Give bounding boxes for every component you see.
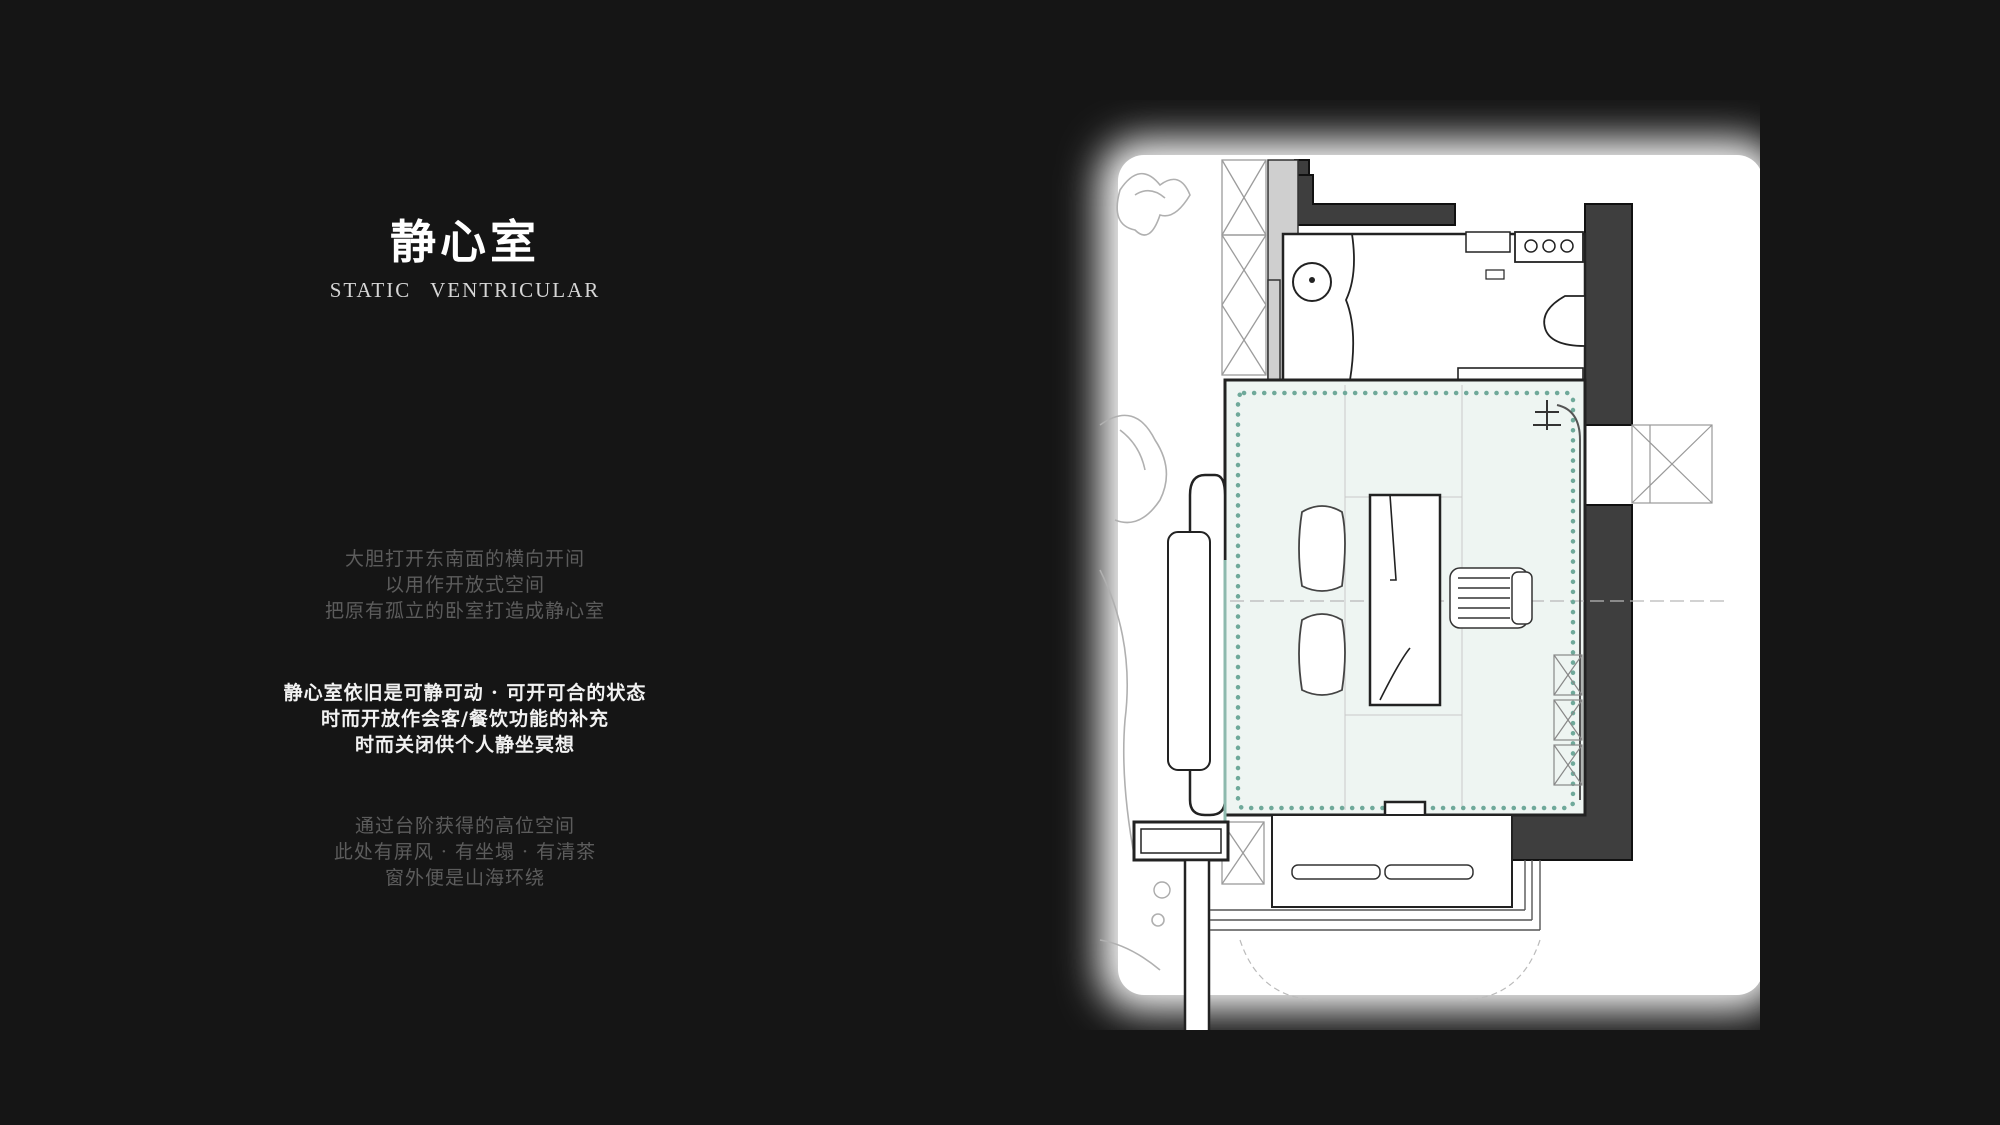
paragraph-line: 大胆打开东南面的横向开间 <box>344 548 585 570</box>
balcony <box>1132 814 1541 1030</box>
paragraph-line: 时而开放作会客/餐饮功能的补充 <box>321 708 609 730</box>
exterior-step <box>1631 424 1713 504</box>
paragraph-line: 时而关闭供个人静坐冥想 <box>354 734 575 756</box>
bathroom <box>1281 231 1587 382</box>
title-block: 静心室 STATIC VENTRICULAR <box>230 215 700 303</box>
paragraph-line: 静心室依旧是可静可动 · 可开可合的状态 <box>283 682 647 704</box>
description-paragraph-2: 静心室依旧是可静可动 · 可开可合的状态 时而开放作会客/餐饮功能的补充 时而关… <box>210 680 720 758</box>
paragraph-line: 以用作开放式空间 <box>384 574 545 596</box>
paragraph-line: 把原有孤立的卧室打造成静心室 <box>324 600 605 622</box>
description-paragraph-3: 通过台阶获得的高位空间 此处有屏风 · 有坐塌 · 有清茶 窗外便是山海环绕 <box>210 813 720 891</box>
paragraph-line: 通过台阶获得的高位空间 <box>354 815 575 837</box>
description-paragraph-1: 大胆打开东南面的横向开间 以用作开放式空间 把原有孤立的卧室打造成静心室 <box>210 546 720 624</box>
page-title: 静心室 <box>390 215 540 269</box>
floor-plan-drawing <box>1099 140 1760 1030</box>
outside-plants <box>1099 172 1191 971</box>
paragraph-line: 窗外便是山海环绕 <box>384 867 545 889</box>
floor-plan <box>1040 100 1760 1030</box>
paragraph-line: 此处有屏风 · 有坐塌 · 有清茶 <box>333 841 597 863</box>
side-bench <box>1167 473 1227 840</box>
page-subtitle: STATIC VENTRICULAR <box>329 278 601 303</box>
